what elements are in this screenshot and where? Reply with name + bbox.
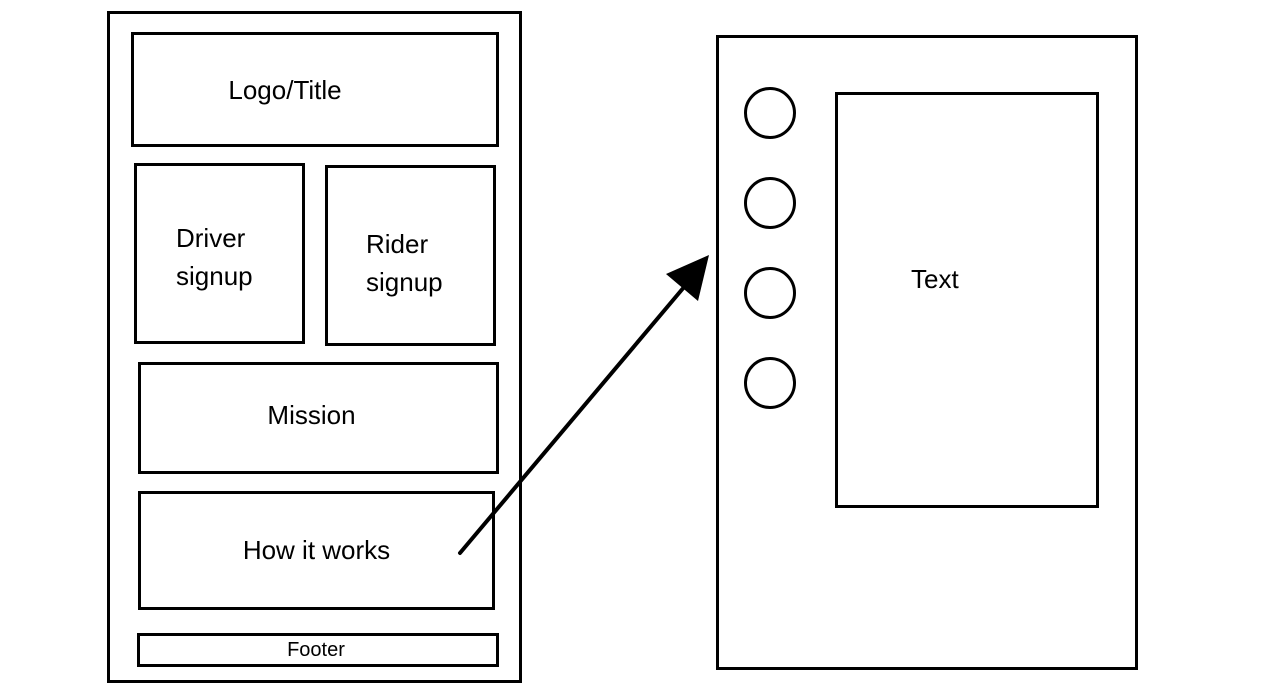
- driver-signup-label: Driver signup: [176, 223, 253, 291]
- text-panel-box: Text: [835, 92, 1099, 508]
- how-it-works-label: How it works: [242, 534, 391, 565]
- mission-box: Mission: [138, 362, 499, 474]
- logo-title-box: Logo/Title: [131, 32, 499, 147]
- rider-signup-box: Rider signup: [325, 165, 496, 346]
- footer-label: Footer: [287, 639, 345, 661]
- step-2-circle: [744, 177, 796, 229]
- connector-arrow-head: [666, 255, 709, 301]
- rider-signup-label: Rider signup: [366, 229, 443, 297]
- how-it-works-box: How it works: [138, 491, 495, 610]
- driver-signup-box: Driver signup: [134, 163, 305, 344]
- footer-box: Footer: [137, 633, 499, 667]
- text-panel-label: Text: [911, 264, 959, 294]
- logo-title-label: Logo/Title: [228, 74, 342, 105]
- mission-label: Mission: [267, 400, 356, 430]
- step-4-circle: [744, 357, 796, 409]
- step-3-circle: [744, 267, 796, 319]
- step-1-circle: [744, 87, 796, 139]
